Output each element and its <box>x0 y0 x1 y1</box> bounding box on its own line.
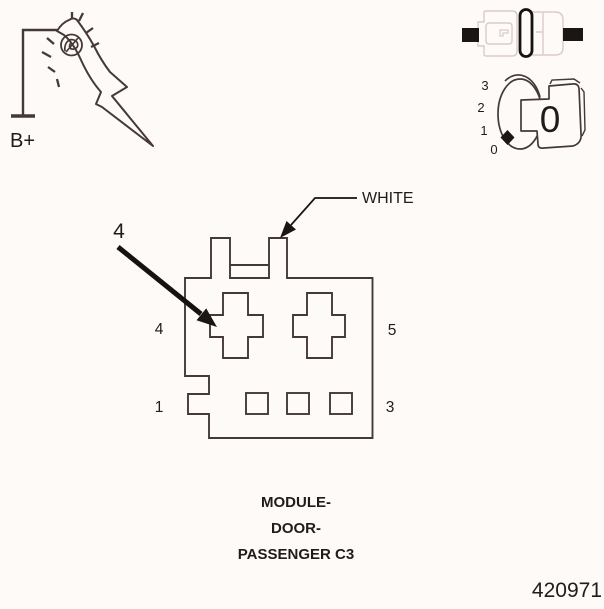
pin-callout-arrowhead-icon <box>196 308 217 327</box>
dial-ring-depth-line <box>504 74 541 98</box>
dial-plate <box>520 82 582 150</box>
figure-number: 420971 <box>532 579 602 602</box>
probe-body <box>56 17 154 147</box>
light-rays-icon <box>41 12 100 88</box>
cavity-4-cross <box>209 292 264 359</box>
pin-callout: 4 <box>113 220 217 327</box>
connector-key-detail <box>499 29 509 37</box>
caption-line-3: PASSENGER C3 <box>238 546 354 563</box>
connector-left-inner-outline <box>485 22 513 45</box>
left-wire-stub <box>462 28 479 42</box>
wire-color-label: WHITE <box>362 190 414 207</box>
dial-face-value: 0 <box>540 99 561 140</box>
cavity-label-3: 3 <box>386 399 395 416</box>
caption-line-2: DOOR- <box>271 520 321 537</box>
dial-scale-3: 3 <box>481 78 488 93</box>
cavity-square-1 <box>245 392 269 415</box>
pin-callout-number: 4 <box>113 220 125 243</box>
connector-face-view: 4 5 1 3 <box>155 237 397 439</box>
dial-scale-1: 1 <box>480 123 487 138</box>
connector-seal-ring <box>518 8 534 58</box>
connector-right-half-outline <box>531 11 564 56</box>
cavity-square-3 <box>329 392 353 415</box>
white-leader-line <box>290 197 357 226</box>
connector-body-outline <box>184 237 374 439</box>
connector-left-half-outline <box>477 10 518 57</box>
cavity-label-5: 5 <box>388 322 397 339</box>
cavity-5-cross <box>292 292 346 359</box>
dial-plate-depth-lines <box>549 78 586 137</box>
dial-scale-0: 0 <box>490 142 497 157</box>
right-wire-stub <box>563 28 583 41</box>
caption-line-1: MODULE- <box>261 494 331 511</box>
dial-zero-marker <box>500 130 515 145</box>
probe-bulb-icon <box>60 33 83 57</box>
dial-scale-2: 2 <box>477 100 484 115</box>
connector-mated-side-view-icon <box>462 8 583 58</box>
cavity-label-1: 1 <box>155 399 164 416</box>
test-light-probe-icon <box>11 12 154 147</box>
zero-clicks-dial-icon: 3 2 1 0 0 <box>477 74 586 157</box>
probe-bulb-filament <box>64 37 79 53</box>
battery-positive-label: B+ <box>10 130 35 152</box>
cavity-label-4: 4 <box>155 321 164 338</box>
white-arrowhead-icon <box>280 221 296 238</box>
test-light-wire <box>21 28 57 116</box>
pin-callout-arrow-shaft <box>116 245 203 316</box>
connector-caption: MODULE- DOOR- PASSENGER C3 <box>238 494 354 563</box>
wire-color-callout: WHITE <box>280 190 414 238</box>
cavity-square-2 <box>286 392 310 415</box>
